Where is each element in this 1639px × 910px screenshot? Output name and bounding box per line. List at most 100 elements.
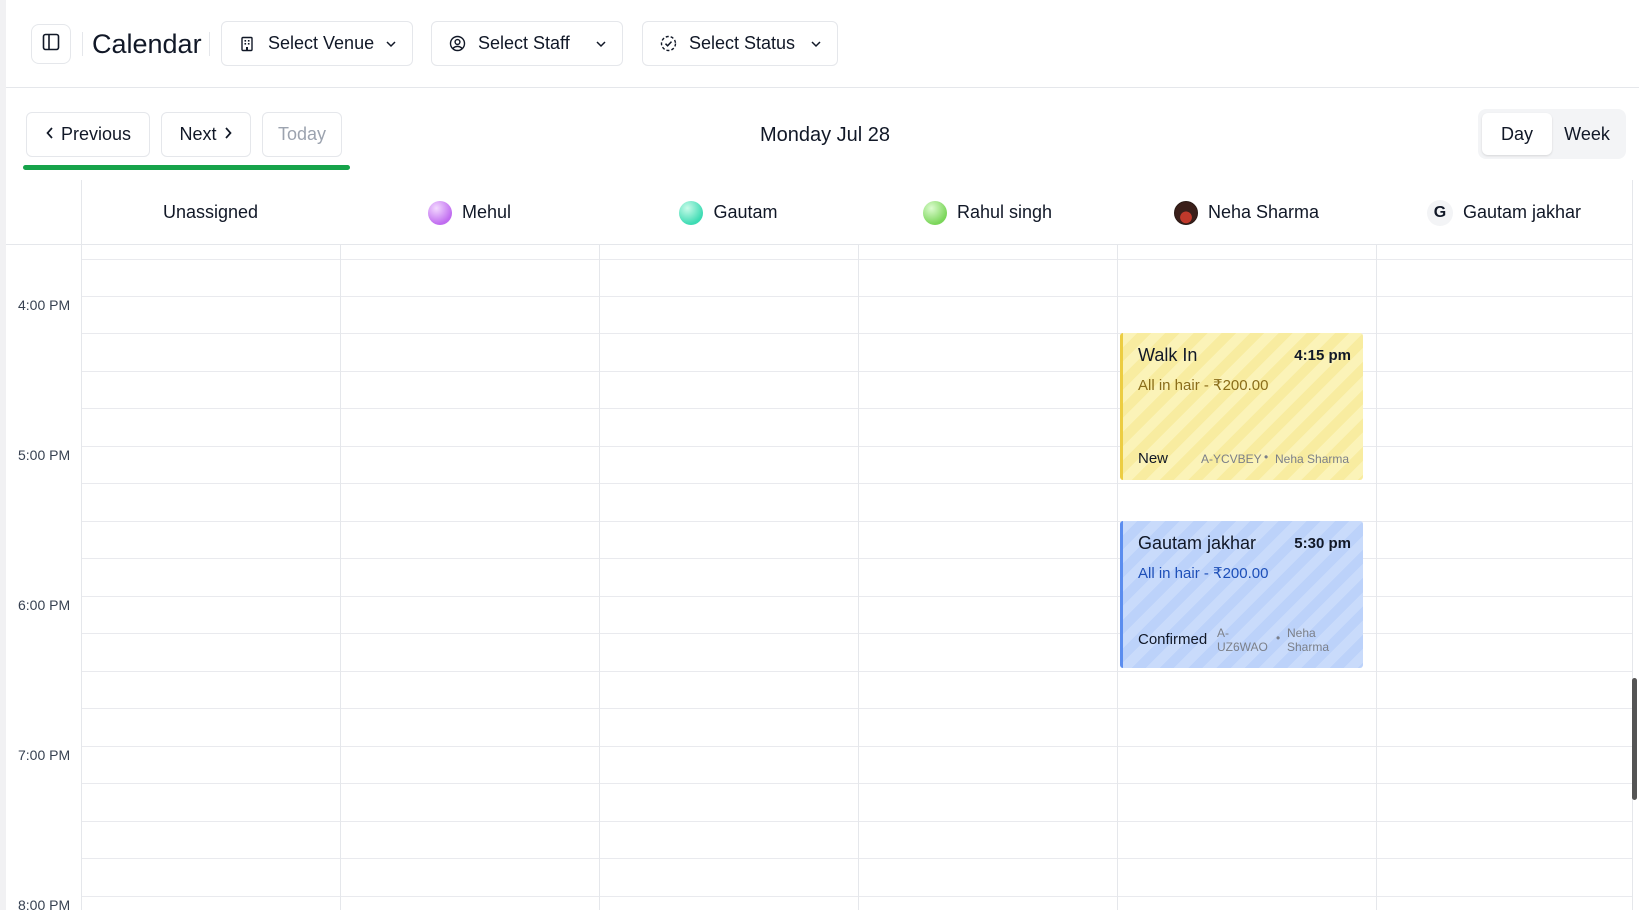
grid-line xyxy=(81,371,1633,372)
staff-name: Neha Sharma xyxy=(1207,202,1320,222)
appointment-title: Gautam jakhar xyxy=(1138,533,1257,553)
staff-column-gautam-jakhar: G Gautam jakhar xyxy=(1376,180,1632,245)
separator-dot: • xyxy=(1264,450,1269,464)
appointment-service: All in hair - ₹200.00 xyxy=(1138,565,1269,582)
select-venue-label: Select Venue xyxy=(268,33,375,53)
grid-line xyxy=(81,858,1633,859)
view-day-button[interactable]: Day xyxy=(1482,113,1552,155)
staff-name: Rahul singh xyxy=(956,202,1053,222)
grid-line xyxy=(81,408,1633,409)
grid-line xyxy=(81,708,1633,709)
avatar xyxy=(1173,200,1198,225)
staff-column-mehul: Mehul xyxy=(340,180,599,245)
staff-name: Unassigned xyxy=(162,202,259,222)
current-date-label: Monday Jul 28 xyxy=(759,124,891,146)
grid-line xyxy=(81,446,1633,447)
grid-line xyxy=(81,896,1633,897)
today-label: Today xyxy=(277,124,327,144)
avatar xyxy=(679,200,704,225)
appointment-staff-line: Sharma xyxy=(1287,640,1330,654)
appointment-code: A-YCVBEY xyxy=(1201,452,1262,466)
grid-column-line xyxy=(1117,245,1118,910)
divider xyxy=(209,32,210,56)
view-week-button[interactable]: Week xyxy=(1564,123,1610,144)
vertical-scrollbar[interactable] xyxy=(1632,678,1637,800)
top-toolbar: Calendar Select Venue Select Staff Selec… xyxy=(6,0,1639,88)
previous-label: Previous xyxy=(60,124,132,144)
staff-column-rahul-singh: Rahul singh xyxy=(858,180,1117,245)
sidebar-panel-icon xyxy=(42,33,60,56)
grid-column-line xyxy=(1632,245,1633,910)
appointment-code: A- UZ6WAO xyxy=(1217,626,1268,654)
page-title: Calendar xyxy=(92,29,202,59)
grid-column-line xyxy=(599,245,600,910)
avatar xyxy=(427,200,452,225)
building-icon xyxy=(238,35,256,53)
grid-line xyxy=(81,483,1633,484)
staff-header-row: Unassigned Mehul Gautam Rahul singh Neha… xyxy=(6,180,1633,245)
divider xyxy=(82,32,83,56)
time-label: 4:00 PM xyxy=(18,297,71,313)
next-button[interactable]: Next xyxy=(161,112,251,157)
select-staff-dropdown[interactable]: Select Staff xyxy=(431,21,623,66)
appointment-status: Confirmed xyxy=(1138,631,1208,648)
divider xyxy=(81,180,82,245)
view-toggle: Day Week xyxy=(1478,109,1626,159)
grid-line xyxy=(81,333,1633,334)
appointment-card[interactable]: Walk In 4:15 pm All in hair - ₹200.00 Ne… xyxy=(1120,333,1363,480)
divider xyxy=(1632,180,1633,245)
grid-column-line xyxy=(81,245,82,910)
staff-column-unassigned: Unassigned xyxy=(81,180,340,245)
staff-name: Gautam jakhar xyxy=(1462,202,1582,222)
appointment-service: All in hair - ₹200.00 xyxy=(1138,377,1269,394)
grid-line xyxy=(81,558,1633,559)
grid-column-line xyxy=(340,245,341,910)
grid-line xyxy=(81,633,1633,634)
appointment-status: New xyxy=(1138,450,1169,467)
left-edge-strip xyxy=(0,0,6,910)
select-staff-label: Select Staff xyxy=(478,33,570,53)
chevron-right-icon xyxy=(223,124,233,145)
nav-highlight-underline xyxy=(23,165,350,170)
select-status-label: Select Status xyxy=(689,33,796,53)
sidebar-toggle-button[interactable] xyxy=(31,24,71,64)
time-label: 5:00 PM xyxy=(18,447,71,463)
user-circle-icon xyxy=(448,35,466,53)
appointment-card[interactable]: Gautam jakhar 5:30 pm All in hair - ₹200… xyxy=(1120,521,1363,668)
appointment-code-line: UZ6WAO xyxy=(1217,640,1268,654)
appointment-staff-line: Neha xyxy=(1287,626,1316,640)
time-label: 7:00 PM xyxy=(18,747,71,763)
chevron-down-icon xyxy=(809,37,823,51)
time-label: 8:00 PM xyxy=(18,897,71,910)
grid-line xyxy=(81,746,1633,747)
avatar xyxy=(922,200,947,225)
avatar: G xyxy=(1426,199,1453,226)
appointment-staff: Neha Sharma xyxy=(1275,452,1350,466)
today-button[interactable]: Today xyxy=(262,112,342,157)
appointment-code-line: A- xyxy=(1217,626,1229,640)
grid-line xyxy=(81,259,1633,260)
next-label: Next xyxy=(179,124,217,144)
time-label: 6:00 PM xyxy=(18,597,71,613)
grid-line xyxy=(81,671,1633,672)
chevron-left-icon xyxy=(45,124,55,145)
staff-column-neha-sharma: Neha Sharma xyxy=(1117,180,1376,245)
grid-column-line xyxy=(858,245,859,910)
grid-line xyxy=(81,296,1633,297)
grid-line xyxy=(81,596,1633,597)
appointment-time: 5:30 pm xyxy=(1294,535,1351,552)
select-venue-dropdown[interactable]: Select Venue xyxy=(221,21,413,66)
grid-line xyxy=(81,521,1633,522)
staff-name: Mehul xyxy=(461,202,512,222)
appointment-title: Walk In xyxy=(1138,345,1198,365)
grid-line xyxy=(81,783,1633,784)
appointment-time: 4:15 pm xyxy=(1294,347,1351,364)
grid-line xyxy=(81,821,1633,822)
status-check-icon xyxy=(659,35,677,53)
previous-button[interactable]: Previous xyxy=(26,112,150,157)
chevron-down-icon xyxy=(384,37,398,51)
calendar-grid[interactable]: 4:00 PM 5:00 PM 6:00 PM 7:00 PM 8:00 PM … xyxy=(6,245,1633,910)
select-status-dropdown[interactable]: Select Status xyxy=(642,21,838,66)
grid-column-line xyxy=(1376,245,1377,910)
staff-name: Gautam xyxy=(713,202,778,222)
